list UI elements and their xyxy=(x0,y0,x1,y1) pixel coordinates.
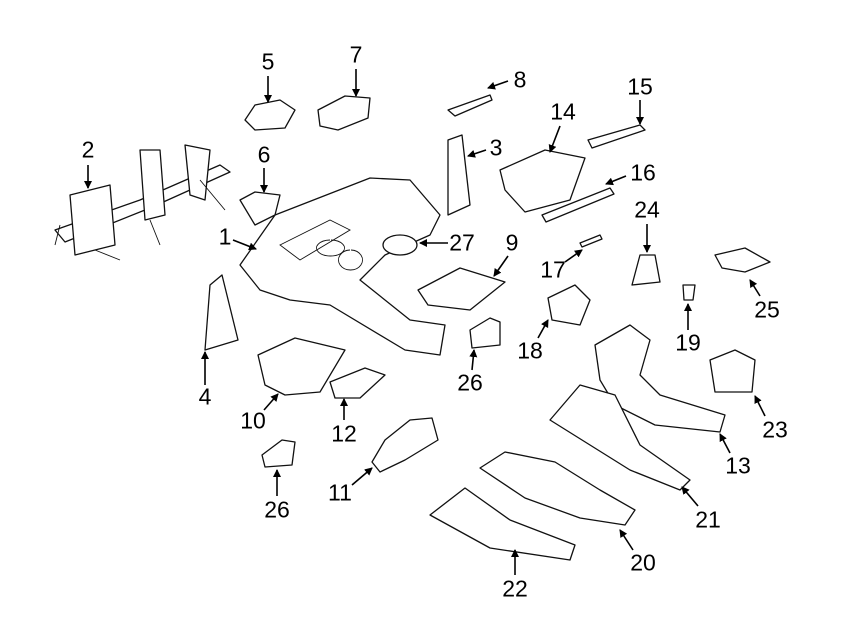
part-11 xyxy=(371,417,439,473)
callout-7: 7 xyxy=(349,41,363,68)
part-22 xyxy=(429,487,576,561)
callout-5: 5 xyxy=(261,48,275,75)
callout-25: 25 xyxy=(754,296,780,323)
callout-13: 13 xyxy=(725,452,751,479)
part-14 xyxy=(499,149,586,213)
part-cross-car-beam xyxy=(54,144,231,261)
callout-9: 9 xyxy=(505,229,519,256)
part-17 xyxy=(579,234,603,248)
callout-14: 14 xyxy=(550,98,576,125)
callout-8: 8 xyxy=(513,66,527,93)
part-18 xyxy=(547,284,591,326)
callout-26-upper: 26 xyxy=(457,369,483,396)
callout-27: 27 xyxy=(449,229,475,256)
callout-16: 16 xyxy=(630,159,656,186)
callout-26-lower: 26 xyxy=(264,496,290,523)
callout-24: 24 xyxy=(634,196,660,223)
callout-4: 4 xyxy=(198,383,212,410)
part-24 xyxy=(631,254,661,286)
part-7 xyxy=(317,95,371,131)
callout-15: 15 xyxy=(627,73,653,100)
callout-21: 21 xyxy=(695,506,721,533)
callout-11: 11 xyxy=(328,479,352,506)
callout-6: 6 xyxy=(257,141,271,168)
callout-22: 22 xyxy=(502,575,528,602)
part-26-upper xyxy=(469,317,501,349)
part-5 xyxy=(244,99,296,131)
part-27 xyxy=(382,234,418,256)
callout-3: 3 xyxy=(489,134,503,161)
callout-12: 12 xyxy=(331,420,357,447)
part-10 xyxy=(257,337,346,396)
part-16 xyxy=(541,187,615,223)
callout-2: 2 xyxy=(81,136,95,163)
part-26-lower xyxy=(261,439,296,468)
part-20 xyxy=(479,451,636,526)
callout-19: 19 xyxy=(675,329,701,356)
part-6 xyxy=(239,191,281,226)
callout-arrows xyxy=(84,69,766,575)
part-25 xyxy=(714,247,771,273)
callout-17: 17 xyxy=(540,256,566,283)
callout-20: 20 xyxy=(630,549,656,576)
part-19 xyxy=(682,284,696,301)
callout-18: 18 xyxy=(517,337,543,364)
part-23 xyxy=(709,349,756,393)
part-21 xyxy=(549,384,691,491)
callout-10: 10 xyxy=(240,407,266,434)
part-15 xyxy=(587,124,646,149)
callout-23: 23 xyxy=(762,416,788,443)
part-9 xyxy=(417,267,506,311)
callout-1: 1 xyxy=(218,223,232,250)
part-12 xyxy=(329,367,386,399)
part-3 xyxy=(447,134,471,216)
part-instrument-panel xyxy=(239,177,446,356)
part-4 xyxy=(204,274,239,351)
part-8 xyxy=(447,94,493,117)
